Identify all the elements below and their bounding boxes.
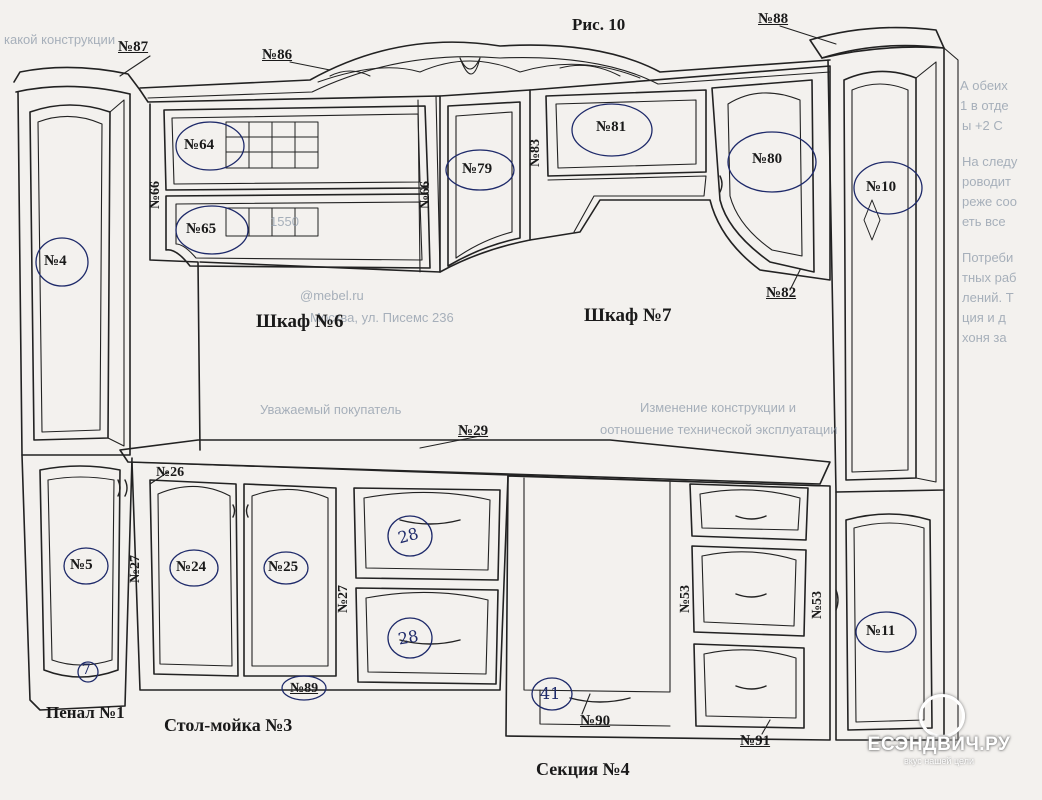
- watermark-tagline: вкус нашей цели: [904, 756, 974, 766]
- part-10: №10: [866, 179, 897, 195]
- part-65: №65: [186, 221, 217, 237]
- circle-marks: [35, 103, 923, 711]
- watermark-name: ЕСЭНДВИЧ.РУ: [867, 734, 1011, 755]
- site-watermark: ЕСЭНДВИЧ.РУ вкус нашей цели: [844, 694, 1034, 770]
- bleed-l11: лений. Т: [962, 290, 1014, 305]
- part-83: №83: [528, 138, 544, 168]
- part-53-right: №53: [810, 590, 826, 620]
- bleed-l9: Потреби: [962, 250, 1014, 265]
- bleed-l1: какой конструкции: [4, 32, 116, 47]
- part-24: №24: [176, 559, 207, 575]
- cabinet-6-label: Шкаф №6: [256, 311, 344, 332]
- bleed-l14: Изменение конструкции и: [640, 400, 796, 415]
- part-89: №89: [290, 681, 319, 696]
- cabinet-7-drawing: [439, 65, 831, 281]
- bleed-l2: А обеих: [960, 78, 1008, 93]
- part-88: №88: [758, 11, 789, 27]
- penal-1-label: Пенал №1: [46, 703, 125, 722]
- part-27-right: №27: [336, 584, 352, 614]
- part-87: №87: [118, 39, 149, 55]
- bleed-l8: еть все: [962, 214, 1006, 229]
- penal-1-drawing: [13, 66, 141, 711]
- part-29: №29: [458, 423, 489, 439]
- sink-3-label: Стол-мойка №3: [164, 715, 293, 735]
- part-86: №86: [262, 47, 293, 63]
- bleed-l6: роводит: [962, 174, 1011, 189]
- part-5: №5: [70, 557, 93, 573]
- part-27-left: №27: [128, 554, 144, 584]
- sink-3-drawing: [131, 461, 509, 691]
- bleed-l3: 1 в отде: [960, 98, 1009, 113]
- right-tall-case-drawing: [809, 26, 959, 741]
- part-82: №82: [766, 285, 797, 301]
- part-26: №26: [156, 465, 185, 480]
- leader-lines: [119, 25, 837, 735]
- cornice-drawing: [139, 41, 831, 99]
- part-91: №91: [740, 733, 771, 749]
- part-64: №64: [184, 137, 215, 153]
- bleed-l19: Москва, ул. Писемс 236: [310, 310, 454, 325]
- bleed-l18: @mebel.ru: [300, 288, 364, 303]
- bleed-l4: ы +2 С: [962, 118, 1003, 133]
- cabinet-6-drawing: [139, 89, 441, 451]
- bleed-l13: хоня за: [962, 330, 1007, 345]
- section-4-label: Секция №4: [536, 759, 630, 779]
- part-4: №4: [44, 253, 67, 269]
- bleed-l10: тных раб: [962, 270, 1017, 285]
- bleed-l5: На следу: [962, 154, 1018, 169]
- part-81: №81: [596, 119, 627, 135]
- handwritten-41: 41: [540, 684, 561, 703]
- bleed-l16: Уважаемый покупатель: [260, 402, 402, 417]
- part-11: №11: [866, 623, 896, 639]
- countertop-drawing: [119, 439, 831, 487]
- bleed-l17: 1550: [270, 214, 299, 229]
- handwritten-28-lower: 28: [396, 626, 420, 649]
- bleed-l12: ция и д: [962, 310, 1006, 325]
- part-25: №25: [268, 559, 299, 575]
- bleed-l15: оотношение технической эксплуатации: [600, 422, 838, 437]
- part-90: №90: [580, 713, 611, 729]
- watermark-logo-icon: [919, 694, 965, 738]
- part-53-left: №53: [678, 584, 694, 614]
- part-79: №79: [462, 161, 493, 177]
- section-4-drawing: [505, 475, 831, 741]
- bleed-l7: реже соо: [962, 194, 1017, 209]
- cabinet-7-label: Шкаф №7: [584, 305, 672, 326]
- figure-title: Рис. 10: [572, 15, 626, 34]
- part-66-right: №66: [418, 180, 434, 210]
- part-66-left: №66: [148, 180, 164, 210]
- handwritten-7: 7: [82, 662, 91, 678]
- handles: [117, 175, 839, 703]
- part-80: №80: [752, 151, 783, 167]
